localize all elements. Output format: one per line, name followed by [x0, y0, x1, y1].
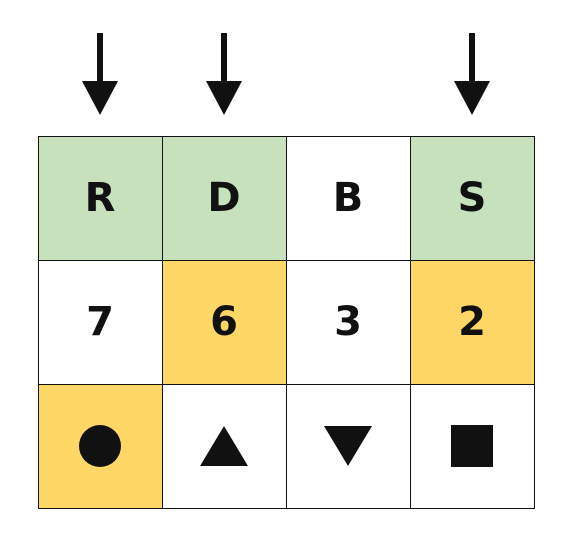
grid-cell[interactable]: S: [409, 135, 535, 261]
grid-cell[interactable]: 2: [409, 259, 535, 385]
grid-cell[interactable]: 7: [37, 259, 163, 385]
grid-cell[interactable]: [37, 383, 163, 509]
grid-cell[interactable]: R: [37, 135, 163, 261]
arrow-down-icon: [82, 33, 118, 115]
grid-cell[interactable]: [285, 383, 411, 509]
grid-cell[interactable]: 3: [285, 259, 411, 385]
square-icon: [451, 425, 493, 467]
cell-letter: D: [207, 175, 241, 221]
cell-number: 6: [210, 299, 238, 345]
cell-letter: B: [332, 175, 364, 221]
cell-number: 7: [86, 299, 114, 345]
grid-cell[interactable]: B: [285, 135, 411, 261]
triangle-up-icon: [200, 426, 248, 466]
cell-letter: S: [457, 175, 487, 221]
cell-number: 2: [458, 299, 486, 345]
arrow-down-icon: [454, 33, 490, 115]
circle-icon: [78, 424, 122, 468]
grid-cell[interactable]: 6: [161, 259, 287, 385]
cell-letter: R: [84, 175, 116, 221]
cell-number: 3: [334, 299, 362, 345]
triangle-down-icon: [324, 426, 372, 466]
grid-cell[interactable]: [409, 383, 535, 509]
grid-cell[interactable]: D: [161, 135, 287, 261]
arrow-down-icon: [206, 33, 242, 115]
grid-cell[interactable]: [161, 383, 287, 509]
game-grid: R D B S 7 6 3 2: [37, 135, 535, 509]
